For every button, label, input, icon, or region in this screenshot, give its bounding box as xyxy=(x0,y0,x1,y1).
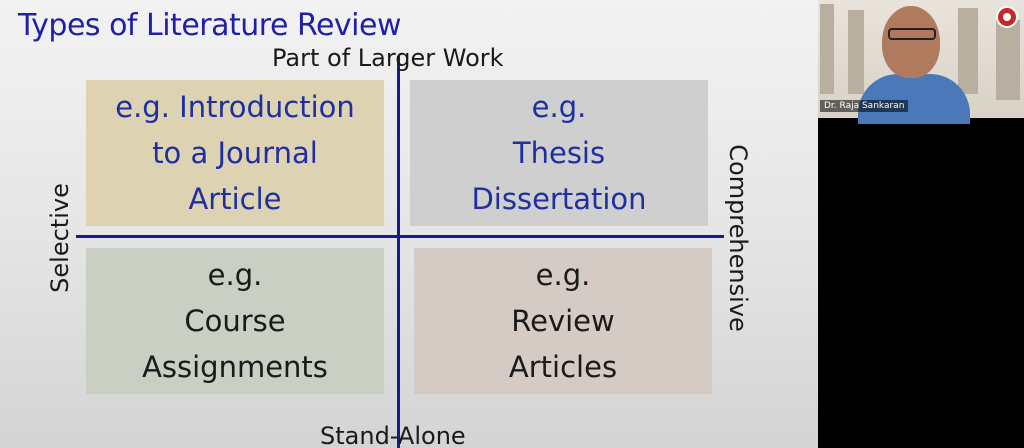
vertical-axis-line xyxy=(397,56,400,448)
bookshelf xyxy=(996,20,1020,100)
participant-avatar-body xyxy=(858,74,970,124)
slide-title: Types of Literature Review xyxy=(18,8,402,43)
quadrant-bottom-right-text: e.g. Review Articles xyxy=(508,258,618,384)
quadrant-top-right: e.g. Thesis Dissertation xyxy=(410,80,708,226)
quadrant-bottom-left-text: e.g. Course Assignments xyxy=(142,258,328,384)
bookshelf xyxy=(958,8,978,94)
presentation-slide: Types of Literature Review Part of Large… xyxy=(0,0,818,448)
quadrant-bottom-right: e.g. Review Articles xyxy=(414,248,712,394)
participant-avatar-head xyxy=(882,6,940,78)
participant-name-label: Dr. Raja Sankaran xyxy=(820,100,909,112)
quadrant-top-left-text: e.g. Introduction to a Journal Article xyxy=(115,90,355,216)
quadrant-top-right-text: e.g. Thesis Dissertation xyxy=(471,90,647,216)
axis-label-top: Part of Larger Work xyxy=(272,44,504,72)
quadrant-top-left: e.g. Introduction to a Journal Article xyxy=(86,80,384,226)
horizontal-axis-line xyxy=(76,235,724,238)
axis-label-right: Comprehensive xyxy=(724,144,752,332)
axis-label-left: Selective xyxy=(46,183,74,293)
bookshelf xyxy=(820,4,834,94)
institution-logo-icon xyxy=(996,6,1018,28)
glasses-icon xyxy=(888,28,936,40)
axis-label-bottom: Stand-Alone xyxy=(320,422,466,448)
quadrant-bottom-left: e.g. Course Assignments xyxy=(86,248,384,394)
bookshelf xyxy=(848,10,864,94)
